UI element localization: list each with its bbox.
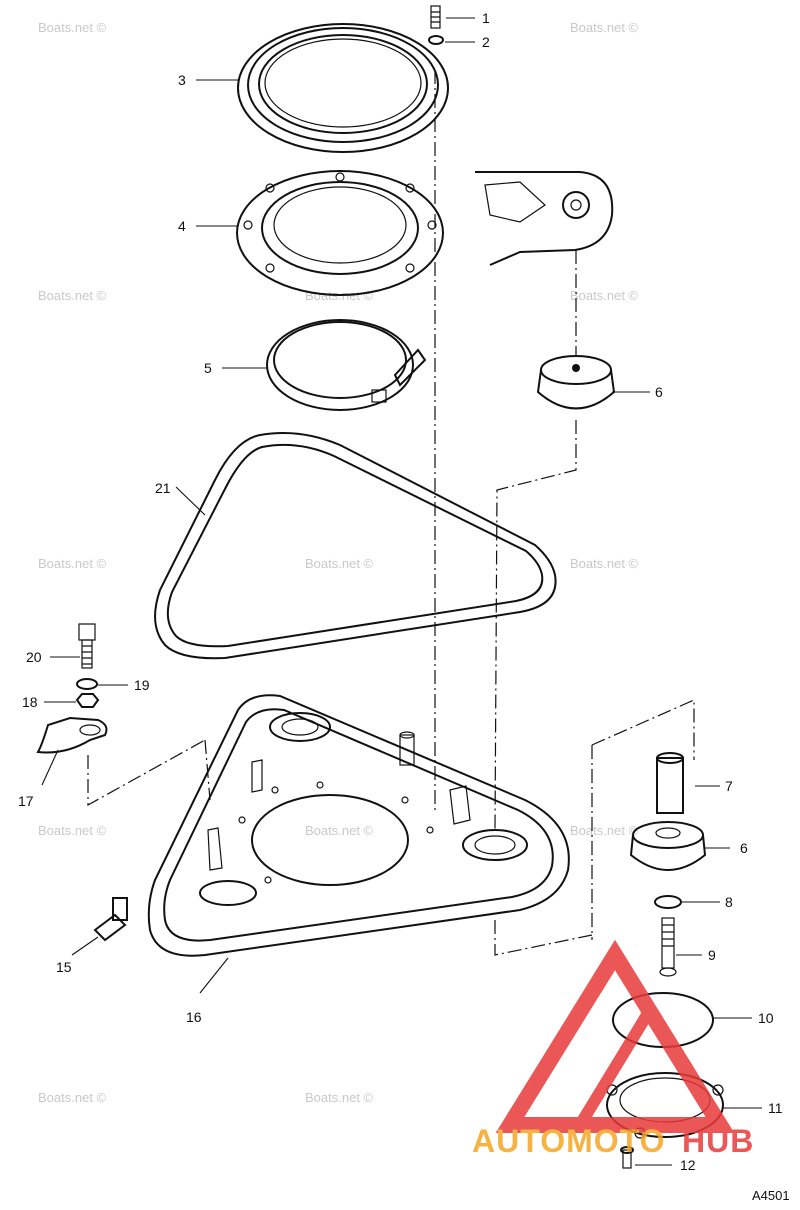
- callout-20: 20: [26, 649, 42, 665]
- callout-21: 21: [155, 480, 171, 496]
- part-17-cam: [36, 716, 108, 754]
- callout-8: 8: [725, 894, 733, 910]
- part-20-bolt: [78, 623, 96, 669]
- callout-labels: 1 2 3 4 5 6 7 6 8 9 10 11 12 15 16 17 18…: [18, 10, 783, 1173]
- watermark: Boats.net ©: [38, 20, 107, 35]
- part-18-nut: [75, 693, 100, 708]
- part-8-washer: [654, 895, 682, 909]
- callout-12: 12: [680, 1157, 696, 1173]
- part-16-cover-housing: [147, 694, 570, 957]
- callout-18: 18: [22, 694, 38, 710]
- callout-1: 1: [482, 10, 490, 26]
- part-5-hose-clamp: [266, 319, 427, 411]
- watermark: Boats.net ©: [570, 288, 639, 303]
- part-21-drive-belt: [154, 431, 557, 660]
- logo-inner-triangle-icon: [574, 998, 726, 1129]
- part-6-grommet-upper: [536, 355, 616, 410]
- automotohub-logo: AUTOMOTO HUB: [472, 939, 754, 1159]
- watermark: Boats.net ©: [305, 556, 374, 571]
- logo-text-prefix: AUTOMOTO: [472, 1123, 665, 1159]
- logo-triangle-icon: [495, 939, 735, 1133]
- callout-6-upper: 6: [655, 384, 663, 400]
- callout-11: 11: [768, 1100, 783, 1116]
- callout-10: 10: [758, 1010, 774, 1026]
- support-bracket: [475, 171, 614, 266]
- watermark: Boats.net ©: [38, 288, 107, 303]
- part-9-stud: [659, 917, 677, 977]
- watermark: Boats.net ©: [38, 556, 107, 571]
- part-2-washer: [428, 35, 444, 45]
- part-6-grommet-lower: [629, 821, 707, 871]
- part-12-screw: [620, 1146, 634, 1169]
- callout-9: 9: [708, 947, 716, 963]
- part-15-elbow-fitting: [93, 897, 128, 942]
- watermark: Boats.net ©: [570, 20, 639, 35]
- watermark: Boats.net ©: [38, 823, 107, 838]
- watermark: Boats.net ©: [570, 823, 639, 838]
- part-1-screw: [430, 5, 441, 29]
- part-4-mounting-plate: [236, 170, 444, 296]
- watermark: Boats.net ©: [38, 1090, 107, 1105]
- part-3-seal-ring: [237, 23, 449, 153]
- callout-19: 19: [134, 677, 150, 693]
- watermark: Boats.net ©: [305, 1090, 374, 1105]
- part-7-spacer: [656, 752, 684, 814]
- callout-3: 3: [178, 72, 186, 88]
- callout-6-lower: 6: [740, 840, 748, 856]
- callout-17: 17: [18, 793, 34, 809]
- watermark: Boats.net ©: [570, 556, 639, 571]
- centre-lines: [87, 70, 695, 956]
- callout-15: 15: [56, 959, 72, 975]
- watermark: Boats.net ©: [305, 823, 374, 838]
- callout-5: 5: [204, 360, 212, 376]
- callout-16: 16: [186, 1009, 202, 1025]
- callout-7: 7: [725, 778, 733, 794]
- figure-code: A4501: [752, 1188, 790, 1203]
- callout-4: 4: [178, 218, 186, 234]
- callout-2: 2: [482, 34, 490, 50]
- logo-text-suffix: HUB: [682, 1123, 754, 1159]
- part-19-washer: [76, 678, 98, 690]
- leader-lines: [41, 17, 762, 1166]
